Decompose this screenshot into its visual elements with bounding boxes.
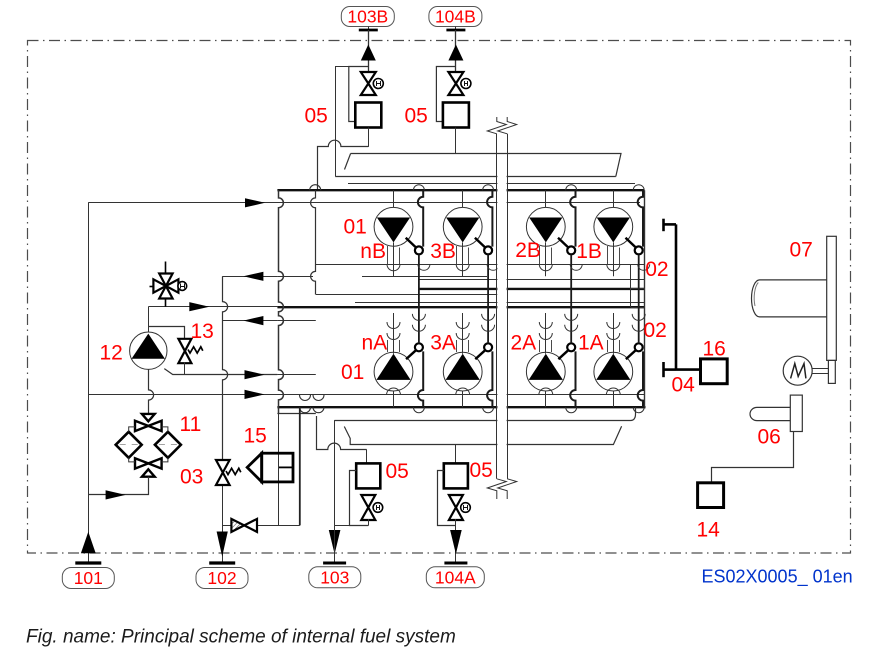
svg-text:104A: 104A	[435, 567, 476, 587]
svg-text:nA: nA	[362, 331, 388, 354]
svg-text:06: 06	[758, 426, 781, 449]
svg-text:3A: 3A	[430, 331, 456, 354]
svg-text:2A: 2A	[511, 331, 537, 354]
svg-text:02: 02	[644, 319, 667, 342]
svg-text:101: 101	[74, 568, 103, 588]
svg-text:13: 13	[191, 320, 214, 343]
svg-text:3B: 3B	[430, 240, 456, 263]
svg-text:14: 14	[697, 518, 721, 541]
svg-text:12: 12	[100, 342, 123, 365]
svg-text:07: 07	[790, 238, 813, 261]
svg-text:05: 05	[405, 105, 428, 128]
svg-text:nB: nB	[360, 240, 386, 263]
svg-text:02: 02	[645, 258, 668, 281]
svg-text:Fig. name: Principal scheme of: Fig. name: Principal scheme of internal …	[26, 627, 456, 648]
svg-text:102: 102	[207, 568, 236, 588]
svg-text:103B: 103B	[347, 7, 388, 27]
svg-text:16: 16	[703, 338, 726, 361]
svg-text:11: 11	[180, 413, 202, 436]
svg-text:ES02X0005_ 01en: ES02X0005_ 01en	[702, 567, 853, 588]
svg-text:05: 05	[305, 105, 328, 128]
svg-text:01: 01	[344, 215, 367, 238]
svg-text:103: 103	[320, 567, 349, 587]
svg-text:1A: 1A	[578, 331, 604, 354]
svg-text:05: 05	[470, 459, 493, 482]
svg-text:04: 04	[672, 374, 696, 397]
svg-text:05: 05	[386, 460, 409, 483]
svg-text:2B: 2B	[515, 239, 541, 262]
svg-text:104B: 104B	[435, 7, 476, 27]
svg-text:01: 01	[341, 361, 364, 384]
svg-text:15: 15	[244, 425, 267, 448]
svg-text:03: 03	[180, 466, 203, 489]
svg-text:1B: 1B	[576, 240, 602, 263]
